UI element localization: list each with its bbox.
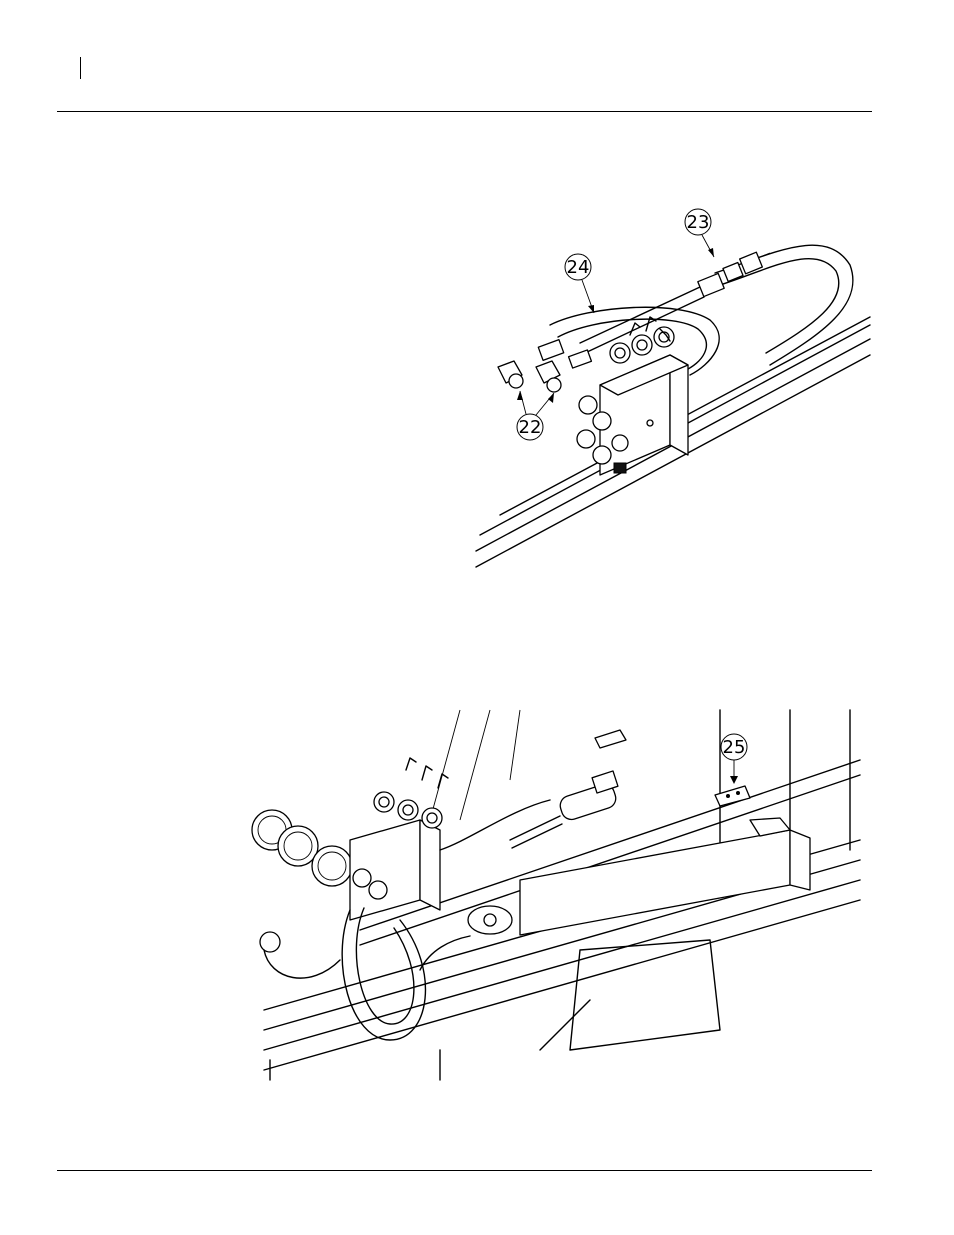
header-rule	[57, 111, 872, 112]
header-margin-tick	[80, 57, 81, 79]
straight-hose	[580, 252, 770, 353]
svg-text:22: 22	[519, 417, 542, 438]
hose-manifold-diagram: 23 24 22	[470, 195, 880, 575]
installed-assembly-diagram: 25	[250, 700, 865, 1090]
callout-25: 25	[721, 734, 747, 784]
valve-manifold	[577, 317, 688, 475]
callout-23: 23	[685, 209, 714, 257]
callout-22: 22	[517, 391, 554, 440]
valve-manifold	[350, 758, 448, 920]
pressure-gauges	[252, 810, 352, 978]
loose-fittings	[498, 340, 591, 392]
hose-loop	[550, 245, 853, 375]
callout-24: 24	[565, 254, 594, 313]
svg-text:24: 24	[567, 257, 590, 278]
svg-text:23: 23	[687, 212, 710, 233]
footer-rule	[57, 1170, 872, 1171]
accumulator	[510, 771, 618, 848]
svg-text:25: 25	[723, 737, 746, 758]
